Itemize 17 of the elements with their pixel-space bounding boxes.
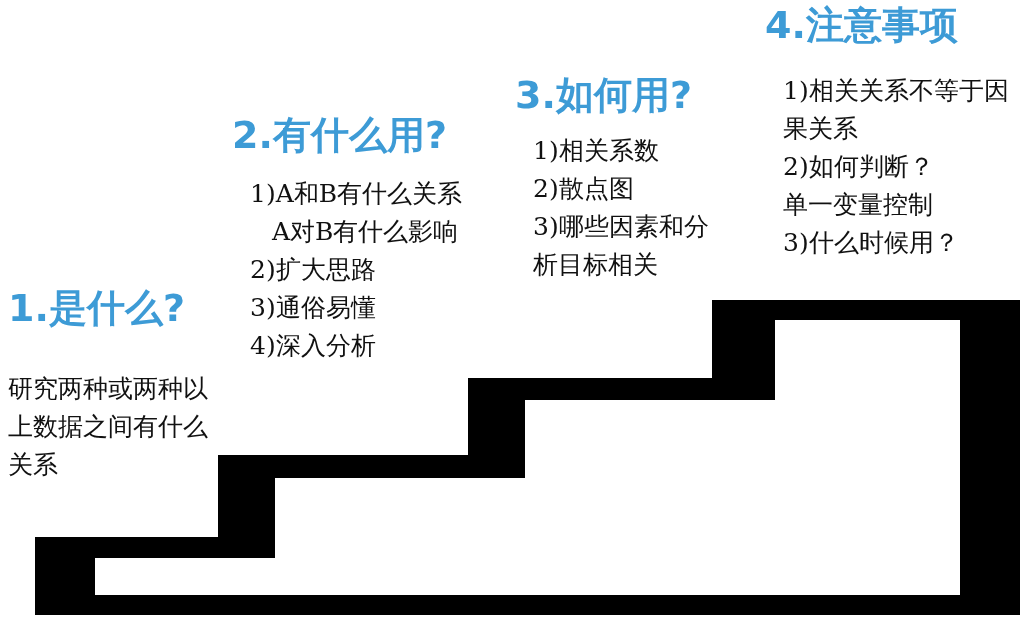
list-item: 单一变量控制: [782, 189, 933, 221]
list-item: 3)哪些因素和分析目标相关: [532, 211, 710, 281]
list-item: A对B有什么影响: [271, 216, 459, 248]
list-item: 3)通俗易懂: [249, 292, 376, 324]
list-item: 1)相关关系不等于因果关系: [782, 75, 1010, 145]
step-heading: 3.如何用?: [515, 72, 692, 118]
list-item: 3)什么时候用？: [782, 227, 959, 259]
list-item: 4)深入分析: [249, 330, 376, 362]
list-item: 1)相关系数: [532, 135, 659, 167]
list-item: 2)如何判断？: [782, 151, 934, 183]
step-heading: 4.注意事项: [765, 2, 958, 48]
step-heading: 2.有什么用?: [232, 112, 447, 158]
list-item: 2)散点图: [532, 173, 634, 205]
list-item: 2)扩大思路: [249, 254, 376, 286]
list-item: 1)A和B有什么关系: [249, 178, 463, 210]
step-heading: 1.是什么?: [8, 285, 185, 331]
description-text: 研究两种或两种以上数据之间有什么关系: [8, 373, 209, 481]
